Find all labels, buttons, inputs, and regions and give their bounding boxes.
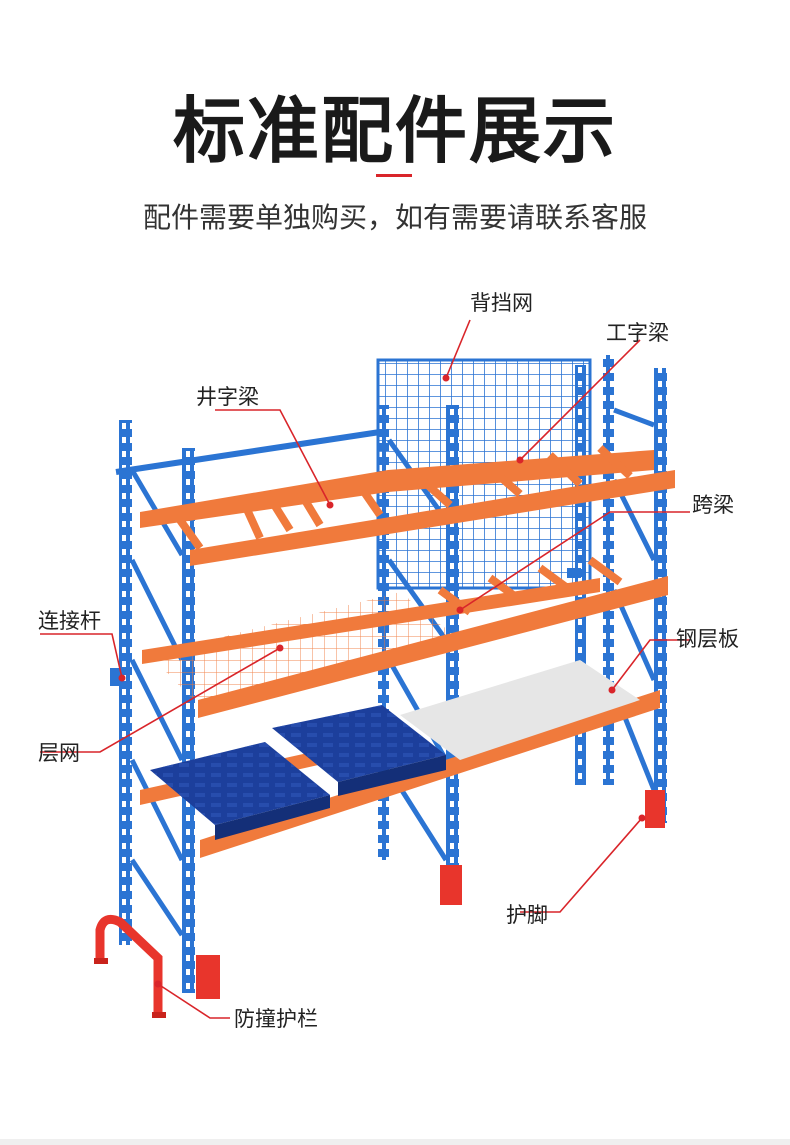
callout-cross-beam: 跨梁 [692, 493, 734, 517]
page-title: 标准配件展示 [172, 89, 617, 173]
callout-back-mesh: 背挡网 [470, 291, 533, 315]
callout-i-beam: 工字梁 [606, 321, 669, 345]
callout-guard-rail: 防撞护栏 [234, 1007, 318, 1031]
foot-guards [196, 790, 665, 999]
bottom-level [140, 660, 660, 858]
callout-connecting-rod: 连接杆 [38, 609, 101, 633]
callout-lines [40, 319, 690, 1019]
footer-divider [0, 1139, 790, 1145]
callout-grid-beam: 井字梁 [196, 385, 259, 409]
title-underline [376, 174, 412, 177]
top-beams [140, 445, 675, 566]
callout-wire-deck: 层网 [38, 741, 80, 765]
callout-foot-guard: 护脚 [506, 903, 548, 927]
page-subtitle: 配件需要单独购买，如有需要请联系客服 [142, 201, 647, 234]
guard-rail [94, 914, 166, 1018]
callout-steel-deck: 钢层板 [676, 627, 739, 651]
callout-dots [118, 374, 646, 988]
left-frame [110, 420, 381, 993]
